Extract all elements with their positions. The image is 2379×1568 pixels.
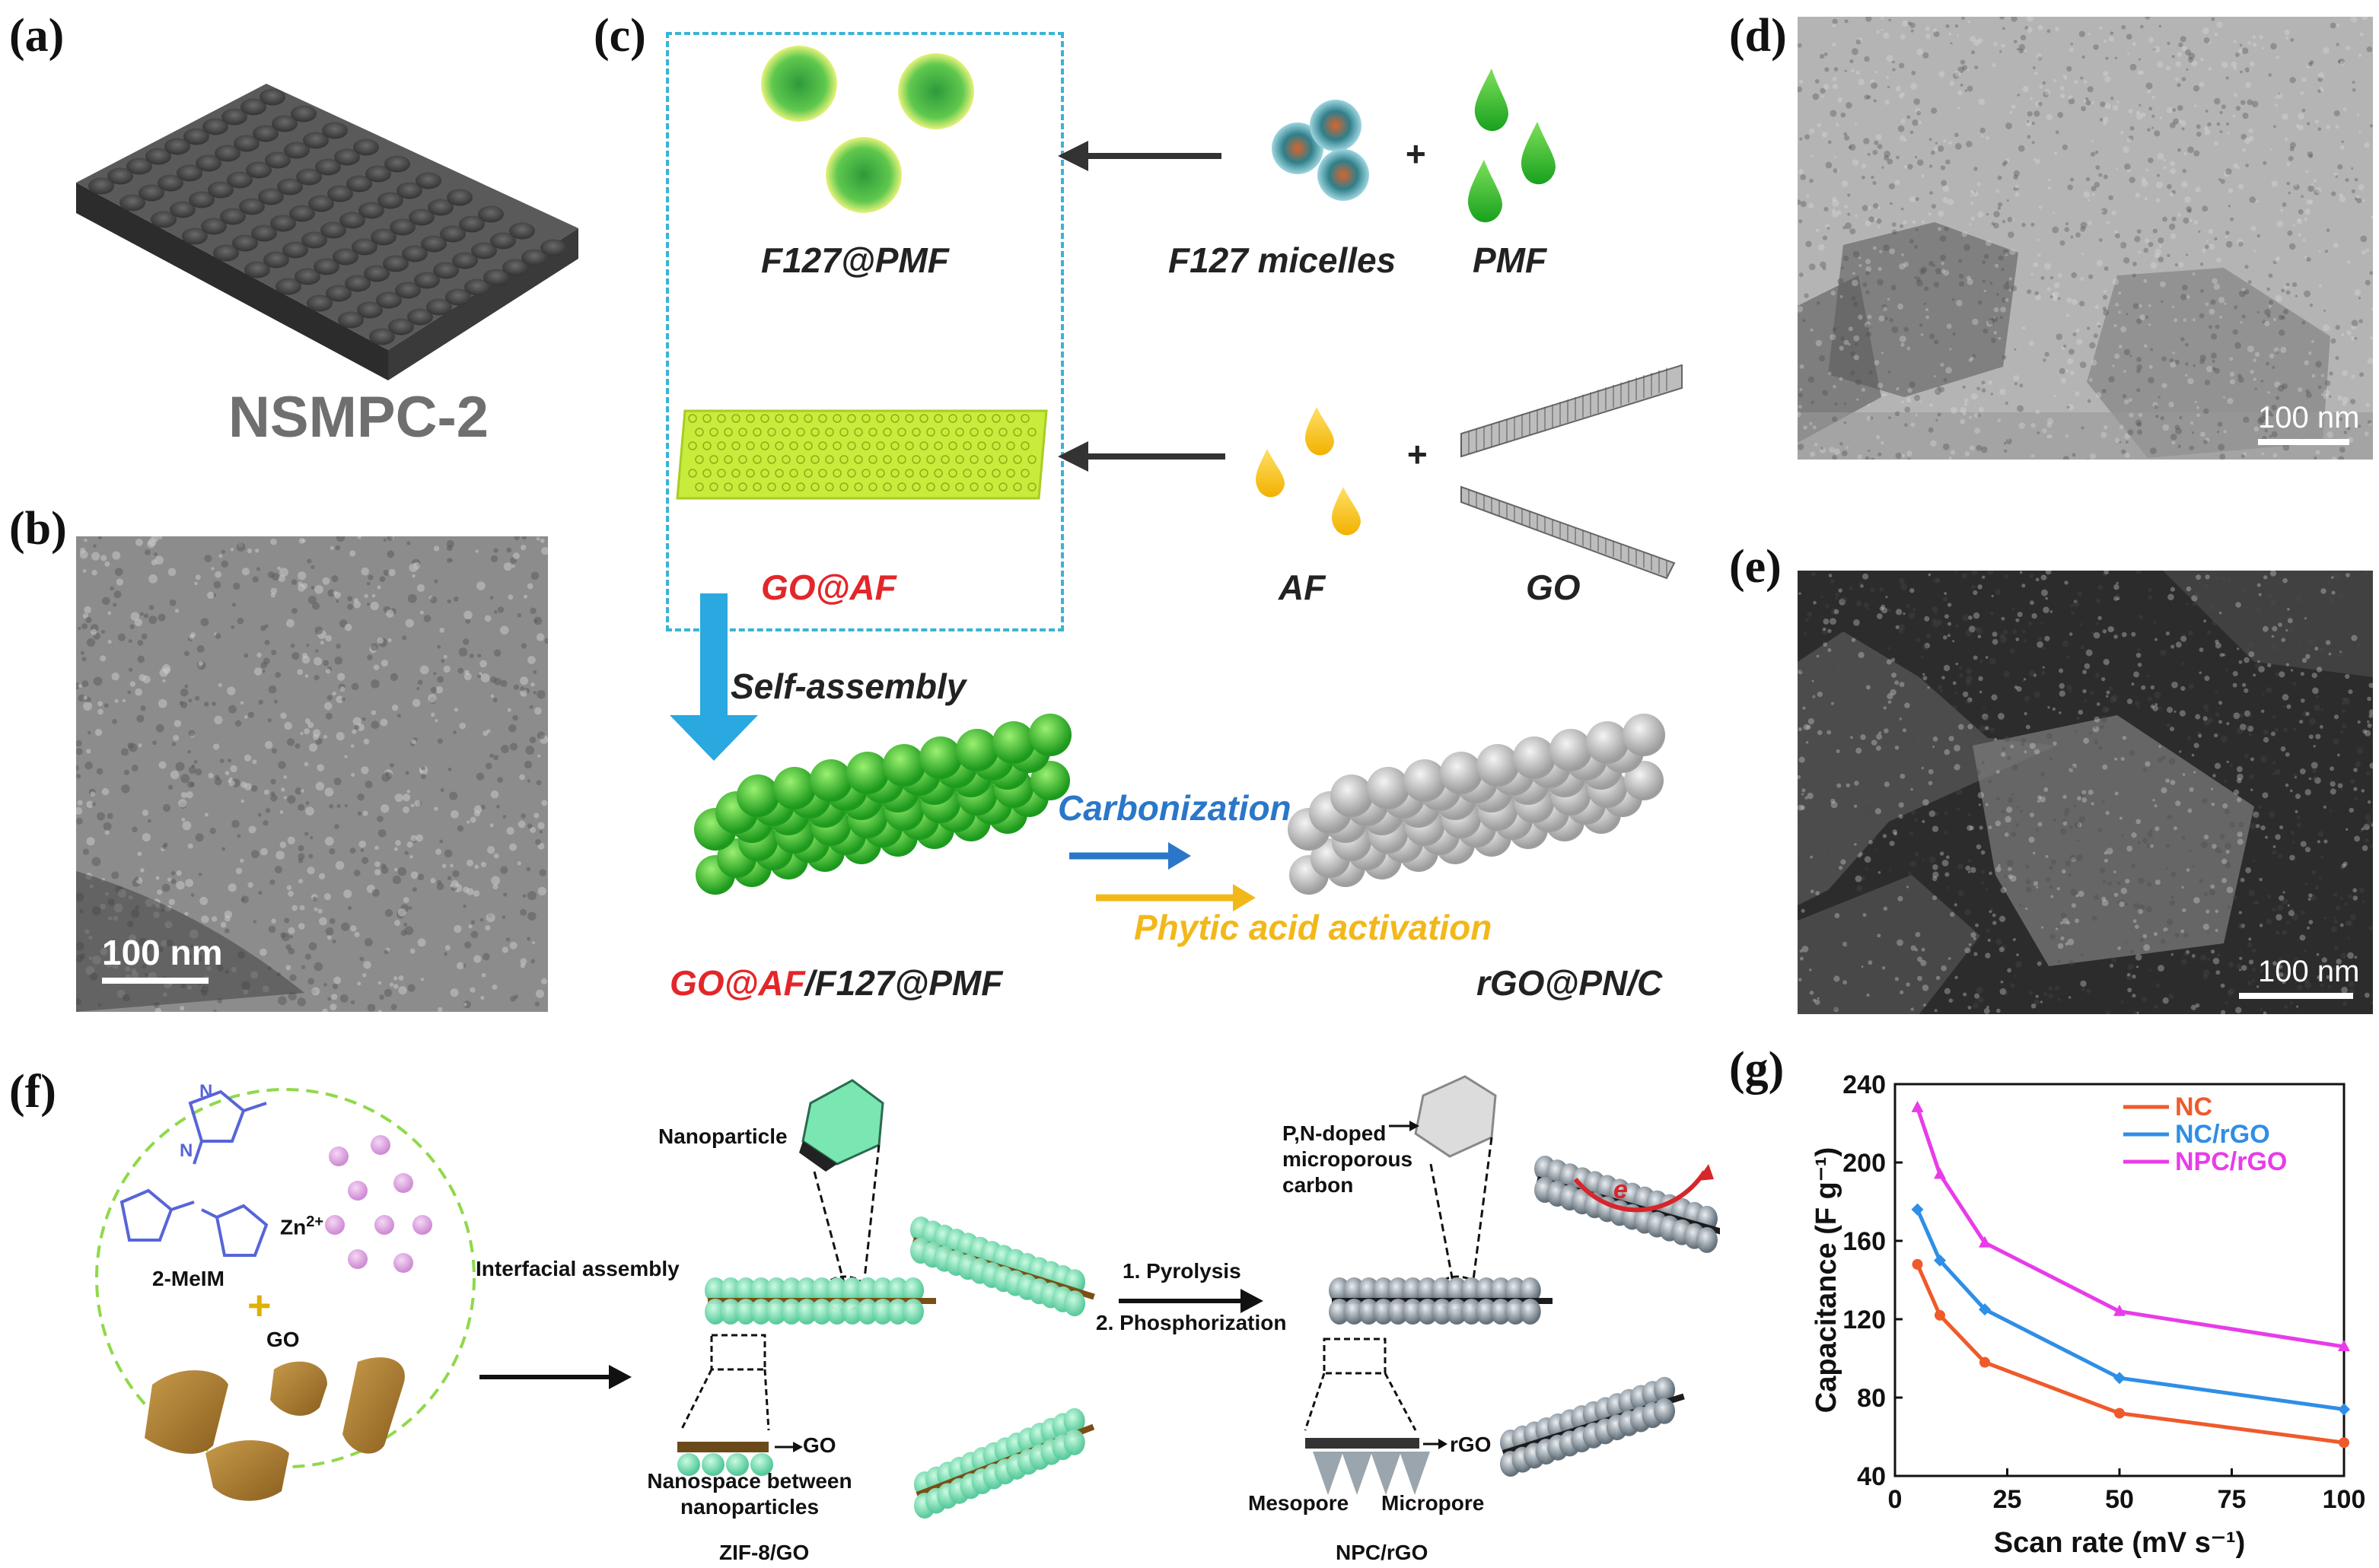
label-pmf: PMF xyxy=(1473,240,1547,280)
label-rgo: rGO xyxy=(1450,1433,1492,1456)
micelle-2 xyxy=(898,53,974,129)
label-go: GO xyxy=(1526,568,1581,607)
label-interfacial: Interfacial assembly xyxy=(476,1257,680,1280)
label-nanoparticle: Nanoparticle xyxy=(658,1124,788,1148)
data-point xyxy=(1979,1303,1991,1316)
nsmpc-caption: NSMPC-2 xyxy=(228,385,489,450)
panel-label-c: (c) xyxy=(594,10,646,62)
plus-f: + xyxy=(247,1283,272,1328)
label-step1: 1. Pyrolysis xyxy=(1123,1259,1241,1283)
label-f127-pmf: F127@PMF xyxy=(761,240,949,280)
y-axis-label: Capacitance (F g⁻¹) xyxy=(1811,1147,1842,1413)
label-electron: e xyxy=(1613,1175,1628,1204)
panel-label-a: (a) xyxy=(9,10,65,62)
x-tick-label: 50 xyxy=(2105,1485,2134,1514)
scale-bar-e xyxy=(2239,993,2353,999)
product-left-black: /F127@PMF xyxy=(804,963,1003,1003)
panel-label-e: (e) xyxy=(1729,541,1782,593)
scale-label-d: 100 nm xyxy=(2258,401,2360,434)
data-point xyxy=(2338,1403,2350,1416)
label-nanospace: Nanospace between nanoparticles xyxy=(647,1469,852,1519)
micelle-1 xyxy=(761,46,837,122)
y-tick-label: 120 xyxy=(1842,1306,1886,1334)
sem-image-e: 100 nm xyxy=(1798,571,2373,1014)
label-step2: 2. Phosphorization xyxy=(1096,1311,1287,1334)
label-go-arrow: GO xyxy=(803,1433,836,1457)
label-2-meim: 2-MeIM xyxy=(152,1267,225,1290)
plus-2: + xyxy=(1406,434,1427,474)
x-tick-label: 100 xyxy=(2323,1485,2366,1514)
x-tick-label: 25 xyxy=(1993,1485,2022,1514)
data-point xyxy=(1911,1203,1924,1216)
zn-charge: 2+ xyxy=(306,1213,324,1230)
y-tick-label: 80 xyxy=(1857,1384,1886,1413)
label-micropore: Micropore xyxy=(1381,1491,1485,1515)
label-zif: ZIF-8/GO xyxy=(719,1541,810,1564)
label-product-left: GO@AF/F127@PMF xyxy=(670,962,1002,1003)
label-go-f: GO xyxy=(266,1328,300,1351)
data-point xyxy=(2339,1437,2349,1449)
data-point xyxy=(2113,1304,2126,1316)
x-axis-label: Scan rate (mV s⁻¹) xyxy=(1994,1527,2246,1559)
zn-text: Zn xyxy=(280,1215,307,1239)
label-npc: NPC/rGO xyxy=(1336,1541,1428,1564)
y-tick-label: 40 xyxy=(1857,1462,1886,1491)
legend-label: NC/rGO xyxy=(2175,1120,2270,1149)
data-point xyxy=(2113,1372,2126,1385)
data-point xyxy=(1979,1236,1991,1248)
y-tick-label: 240 xyxy=(1842,1070,1886,1099)
data-point xyxy=(1934,1254,1946,1267)
label-pn-doped: P,N-doped microporous carbon xyxy=(1282,1121,1413,1197)
scale-bar-b xyxy=(102,978,209,984)
panel-f-graphics: N N xyxy=(95,1075,1720,1519)
plus-1: + xyxy=(1405,134,1425,173)
label-f127-micelles: F127 micelles xyxy=(1168,240,1397,280)
svg-text:N: N xyxy=(199,1081,212,1102)
panel-label-b: (b) xyxy=(9,503,67,555)
data-point xyxy=(1912,1258,1923,1270)
label-product-right: rGO@PN/C xyxy=(1476,963,1663,1003)
data-point xyxy=(2114,1407,2125,1419)
product-left-red: GO@AF xyxy=(670,963,805,1003)
y-tick-label: 200 xyxy=(1842,1149,1886,1178)
x-tick-label: 75 xyxy=(2218,1485,2247,1514)
dashed-box xyxy=(666,32,1064,631)
data-point xyxy=(1935,1309,1945,1321)
series-line-nc xyxy=(1916,1263,2345,1445)
panel-label-f: (f) xyxy=(9,1066,56,1118)
scale-label-e: 100 nm xyxy=(2258,955,2360,988)
scale-label-b: 100 nm xyxy=(102,933,223,972)
label-carbonization: Carbonization xyxy=(1058,788,1291,828)
scale-bar-d xyxy=(2258,439,2349,445)
nsmpc-schematic xyxy=(76,84,578,380)
legend-label: NC xyxy=(2175,1093,2212,1121)
x-tick-label: 0 xyxy=(1888,1485,1903,1514)
y-tick-label: 160 xyxy=(1842,1227,1886,1256)
svg-text:N: N xyxy=(180,1140,193,1161)
data-point xyxy=(1979,1356,1990,1368)
tem-image-d: 100 nm xyxy=(1798,17,2373,460)
panel-c-graphics xyxy=(670,46,1683,911)
label-go-af: GO@AF xyxy=(761,568,897,607)
data-point xyxy=(1911,1100,1924,1112)
data-point xyxy=(1934,1167,1946,1179)
label-mesopore: Mesopore xyxy=(1248,1491,1349,1515)
panel-label-d: (d) xyxy=(1729,10,1787,62)
panel-label-g: (g) xyxy=(1729,1043,1785,1095)
label-zn: Zn2+ xyxy=(280,1213,323,1239)
label-af: AF xyxy=(1279,568,1326,607)
label-phytic: Phytic acid activation xyxy=(1134,908,1492,947)
tem-image-b: 100 nm xyxy=(76,536,548,1012)
label-self-assembly: Self-assembly xyxy=(731,666,967,706)
data-point xyxy=(2338,1340,2350,1352)
legend-label: NPC/rGO xyxy=(2175,1147,2287,1176)
micelle-3 xyxy=(826,137,902,213)
